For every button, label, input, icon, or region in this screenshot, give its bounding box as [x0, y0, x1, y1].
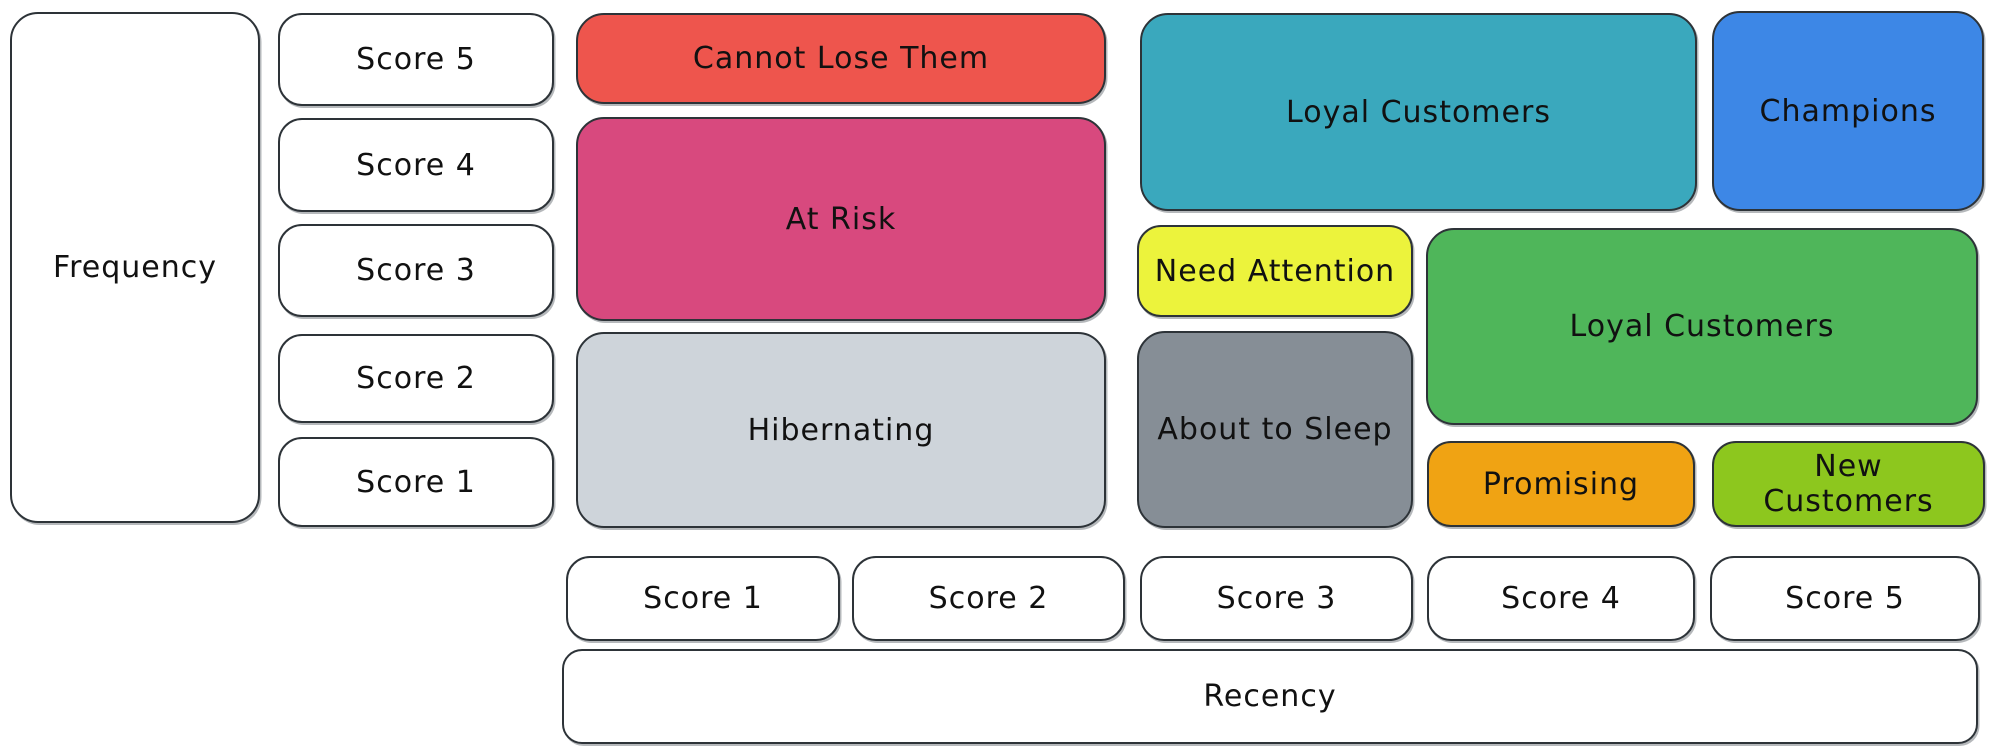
segment-champions: Champions: [1712, 11, 1984, 211]
recency-score-2-text: Score 2: [928, 581, 1049, 616]
segment-loyal-customers-top: Loyal Customers: [1140, 13, 1697, 211]
recency-score-5-text: Score 5: [1785, 581, 1905, 616]
segment-cannot-lose-them: Cannot Lose Them: [576, 13, 1106, 104]
frequency-score-4-text: Score 4: [356, 147, 476, 183]
recency-score-2: Score 2: [852, 556, 1125, 641]
segment-label: Hibernating: [747, 412, 935, 448]
frequency-score-2: Score 2: [278, 334, 554, 423]
recency-score-4: Score 4: [1427, 556, 1695, 641]
segment-hibernating: Hibernating: [576, 332, 1106, 528]
recency-score-3: Score 3: [1140, 556, 1413, 641]
recency-score-1-text: Score 1: [643, 581, 763, 616]
segment-label: Loyal Customers: [1286, 94, 1551, 130]
frequency-score-1: Score 1: [278, 437, 554, 527]
segment-promising: Promising: [1427, 441, 1695, 527]
recency-score-1: Score 1: [566, 556, 840, 641]
segment-about-to-sleep: About to Sleep: [1137, 331, 1413, 528]
frequency-score-3-text: Score 3: [356, 253, 476, 288]
segment-label: New Customers: [1763, 449, 1934, 519]
segment-label: Loyal Customers: [1569, 309, 1835, 344]
recency-score-5: Score 5: [1710, 556, 1980, 641]
frequency-score-1-text: Score 1: [356, 464, 476, 500]
segment-label: Need Attention: [1154, 253, 1396, 289]
segment-need-attention: Need Attention: [1137, 225, 1413, 317]
frequency-score-3: Score 3: [278, 224, 554, 317]
segment-at-risk: At Risk: [576, 117, 1106, 321]
recency-score-3-text: Score 3: [1216, 581, 1337, 616]
frequency-axis-label-text: Frequency: [53, 250, 217, 285]
segment-label: Promising: [1482, 466, 1640, 502]
segment-label: About to Sleep: [1157, 412, 1393, 447]
frequency-score-5-text: Score 5: [356, 42, 476, 77]
frequency-axis-label: Frequency: [10, 12, 260, 523]
recency-score-4-text: Score 4: [1501, 581, 1621, 616]
segment-label: At Risk: [785, 201, 897, 237]
frequency-score-5: Score 5: [278, 13, 554, 106]
recency-axis-label: Recency: [562, 649, 1978, 744]
segment-new-customers: New Customers: [1712, 441, 1985, 527]
recency-axis-label-text: Recency: [1203, 679, 1337, 714]
frequency-score-4: Score 4: [278, 118, 554, 212]
segment-label: Cannot Lose Them: [692, 41, 990, 76]
segment-label: Champions: [1759, 93, 1937, 129]
segment-loyal-customers-right: Loyal Customers: [1426, 228, 1978, 425]
frequency-score-2-text: Score 2: [356, 361, 476, 396]
